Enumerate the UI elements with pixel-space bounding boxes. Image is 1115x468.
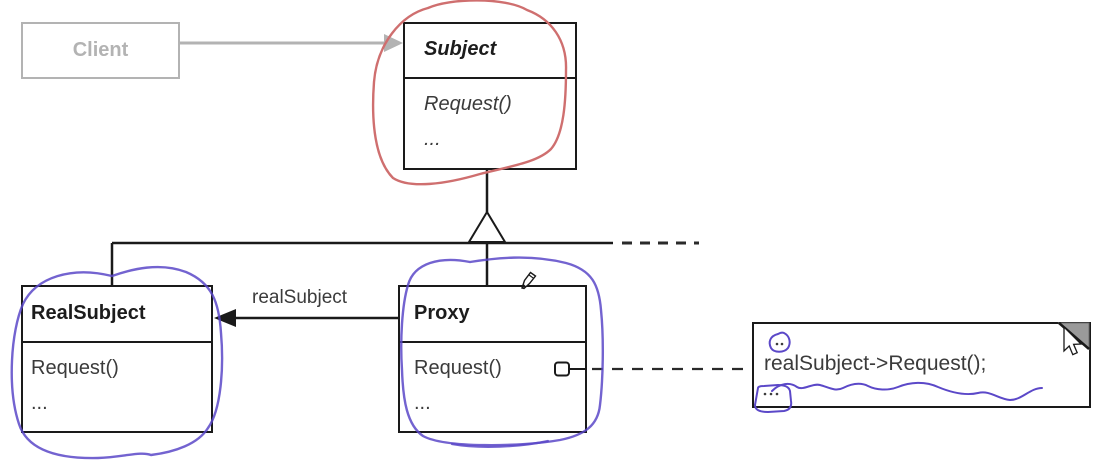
- class-box-subject: Subject Request() ...: [403, 22, 577, 170]
- class-methods-realsubject: Request() ...: [23, 343, 211, 414]
- method-ellipsis: ...: [414, 392, 431, 414]
- inheritance-triangle-icon: [467, 210, 507, 243]
- uml-note: realSubject->Request();: [752, 322, 1091, 408]
- class-methods-proxy: Request() ...: [400, 343, 585, 414]
- note-code-text: realSubject->Request();: [764, 352, 987, 375]
- class-box-proxy: Proxy Request() ...: [398, 285, 587, 433]
- method-request: Request(): [31, 357, 119, 379]
- class-methods-subject: Request() ...: [405, 79, 575, 150]
- method-request: Request(): [414, 357, 502, 379]
- blue-annotation-stroke-proxy-bottom: [450, 439, 550, 448]
- client-subject-arrowhead-icon: [384, 34, 403, 52]
- method-ellipsis: ...: [31, 392, 48, 414]
- class-title-realsubject: RealSubject: [23, 287, 211, 343]
- class-box-realsubject: RealSubject Request() ...: [21, 285, 213, 433]
- method-ellipsis: ...: [424, 128, 441, 150]
- class-title-client: Client: [72, 39, 129, 61]
- method-request: Request(): [424, 93, 512, 115]
- class-box-client: Client: [21, 22, 180, 79]
- association-arrowhead-icon: [214, 309, 236, 327]
- association-label-realsubject: realSubject: [252, 287, 348, 308]
- class-title-subject: Subject: [405, 24, 575, 79]
- class-title-proxy: Proxy: [400, 287, 585, 343]
